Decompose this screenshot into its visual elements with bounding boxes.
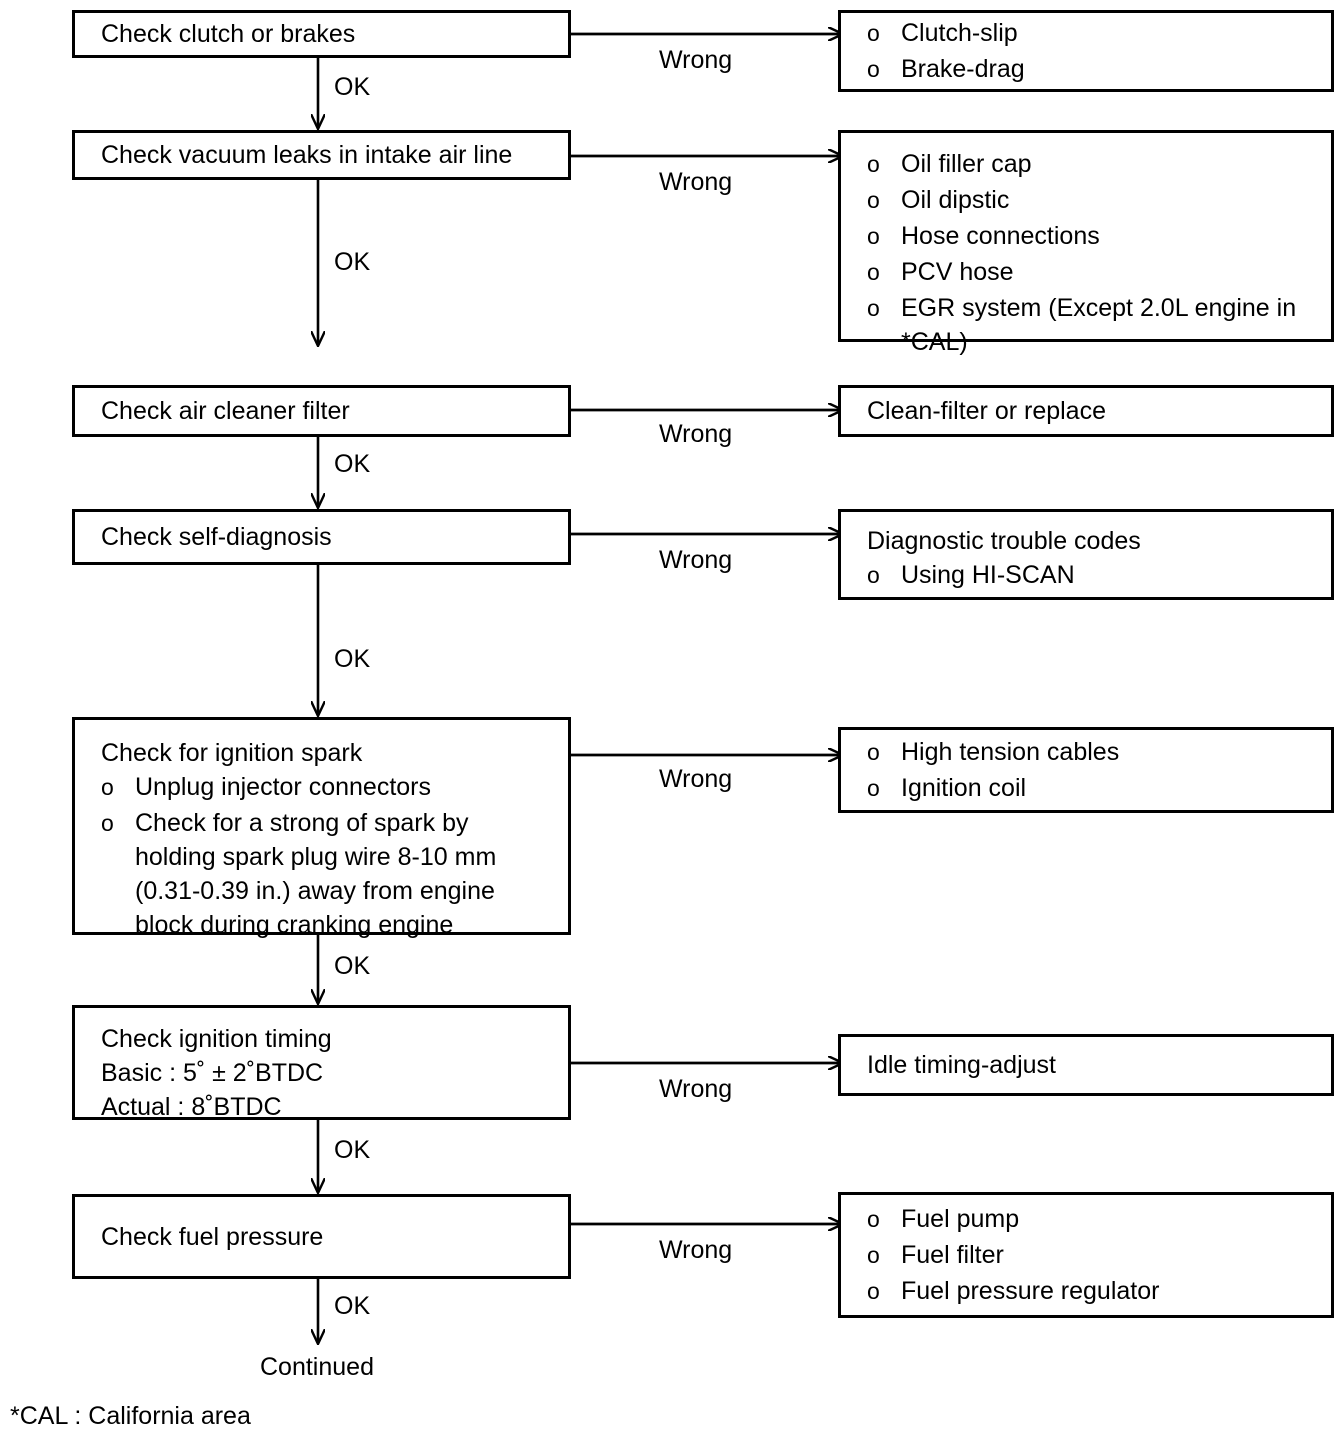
result-box-fuel-pressure[interactable]: o Fuel pump o Fuel filter o Fuel pressur… — [838, 1192, 1334, 1318]
list-item: o Brake-drag — [867, 52, 1331, 86]
result-box-ignition-timing[interactable]: Idle timing-adjust — [838, 1034, 1334, 1096]
edge-label-ok-5: OK — [334, 952, 371, 980]
list-item: o Ignition coil — [867, 771, 1331, 805]
result-bullet-list: o Fuel pump o Fuel filter o Fuel pressur… — [841, 1202, 1331, 1308]
list-item: o Fuel pressure regulator — [867, 1274, 1331, 1308]
result-box-self-diagnosis[interactable]: Diagnostic trouble codes o Using HI-SCAN — [838, 509, 1334, 600]
circle-bullet-icon: o — [867, 775, 880, 801]
result-bullet-list: o High tension cables o Ignition coil — [841, 735, 1331, 805]
footnote-cal: *CAL : California area — [10, 1402, 251, 1430]
result-heading: Clean-filter or replace — [867, 397, 1106, 425]
circle-bullet-icon: o — [101, 810, 114, 836]
result-box-vacuum-leaks[interactable]: o Oil filler cap o Oil dipstic o Hose co… — [838, 130, 1334, 356]
edge-label-wrong-4: Wrong — [659, 546, 733, 574]
list-item: o Using HI-SCAN — [867, 558, 1331, 592]
edge-label-ok-1: OK — [334, 73, 371, 101]
list-item: o Fuel filter — [867, 1238, 1331, 1272]
step-box-ignition-timing[interactable]: Check ignition timing Basic : 5˚ ± 2˚BTD… — [72, 1005, 571, 1121]
spec-line-actual: Actual : 8˚BTDC — [101, 1093, 282, 1121]
step-title: Check fuel pressure — [101, 1222, 324, 1251]
list-item: o High tension cables — [867, 735, 1331, 769]
result-bullet-list: o Oil filler cap o Oil dipstic o Hose co… — [841, 147, 1331, 359]
list-item: o Oil filler cap — [867, 147, 1331, 181]
circle-bullet-icon: o — [867, 56, 880, 82]
step-box-vacuum-leaks[interactable]: Check vacuum leaks in intake air line — [72, 130, 571, 180]
continued-label: Continued — [260, 1353, 374, 1381]
list-item: o Oil dipstic — [867, 183, 1331, 217]
circle-bullet-icon: o — [867, 1206, 880, 1232]
circle-bullet-icon: o — [101, 774, 114, 800]
step-bullet-list: o Unplug injector connectors o Check for… — [75, 770, 568, 942]
result-box-clutch-brakes[interactable]: o Clutch-slip o Brake-drag — [838, 10, 1334, 92]
circle-bullet-icon: o — [867, 295, 880, 321]
circle-bullet-icon: o — [867, 20, 880, 46]
step-box-fuel-pressure[interactable]: Check fuel pressure — [72, 1194, 571, 1279]
step-title: Check self-diagnosis — [101, 523, 332, 551]
result-bullet-list: o Clutch-slip o Brake-drag — [841, 16, 1331, 86]
list-item: o Unplug injector connectors — [101, 770, 568, 804]
step-box-self-diagnosis[interactable]: Check self-diagnosis — [72, 509, 571, 565]
result-box-air-cleaner-filter[interactable]: Clean-filter or replace — [838, 385, 1334, 437]
edge-label-wrong-7: Wrong — [659, 1236, 733, 1264]
list-item: o Hose connections — [867, 219, 1331, 253]
circle-bullet-icon: o — [867, 1242, 880, 1268]
step-title: Check vacuum leaks in intake air line — [101, 141, 513, 169]
edge-label-ok-6: OK — [334, 1136, 371, 1164]
edge-label-wrong-1: Wrong — [659, 46, 733, 74]
step-box-air-cleaner-filter[interactable]: Check air cleaner filter — [72, 385, 571, 437]
edge-label-ok-3: OK — [334, 450, 371, 478]
circle-bullet-icon: o — [867, 151, 880, 177]
result-bullet-list: o Using HI-SCAN — [841, 558, 1331, 592]
result-heading: Diagnostic trouble codes — [867, 527, 1141, 555]
spec-line-basic: Basic : 5˚ ± 2˚BTDC — [101, 1059, 324, 1087]
step-box-clutch-brakes[interactable]: Check clutch or brakes — [72, 10, 571, 58]
circle-bullet-icon: o — [867, 223, 880, 249]
edge-label-ok-4: OK — [334, 645, 371, 673]
circle-bullet-icon: o — [867, 739, 880, 765]
edge-label-wrong-6: Wrong — [659, 1075, 733, 1103]
edge-label-wrong-5: Wrong — [659, 765, 733, 793]
circle-bullet-icon: o — [867, 562, 880, 588]
step-title: Check for ignition spark — [101, 739, 363, 767]
list-item: o Clutch-slip — [867, 16, 1331, 50]
list-item: o Fuel pump — [867, 1202, 1331, 1236]
step-title: Check clutch or brakes — [101, 20, 356, 48]
list-item: o EGR system (Except 2.0L engine in *CAL… — [867, 291, 1331, 359]
step-spec-lines: Basic : 5˚ ± 2˚BTDC Actual : 8˚BTDC — [75, 1056, 568, 1124]
edge-label-ok-7: OK — [334, 1292, 371, 1320]
list-item: o PCV hose — [867, 255, 1331, 289]
list-item: o Check for a strong of spark by holding… — [101, 806, 568, 942]
circle-bullet-icon: o — [867, 259, 880, 285]
result-heading: Idle timing-adjust — [867, 1051, 1056, 1079]
step-title: Check ignition timing — [101, 1025, 332, 1053]
circle-bullet-icon: o — [867, 187, 880, 213]
step-title: Check air cleaner filter — [101, 397, 350, 425]
edge-label-wrong-2: Wrong — [659, 168, 733, 196]
result-box-ignition-spark[interactable]: o High tension cables o Ignition coil — [838, 727, 1334, 813]
edge-label-ok-2: OK — [334, 248, 371, 276]
edge-label-wrong-3: Wrong — [659, 420, 733, 448]
step-box-ignition-spark[interactable]: Check for ignition spark o Unplug inject… — [72, 717, 571, 939]
circle-bullet-icon: o — [867, 1278, 880, 1304]
